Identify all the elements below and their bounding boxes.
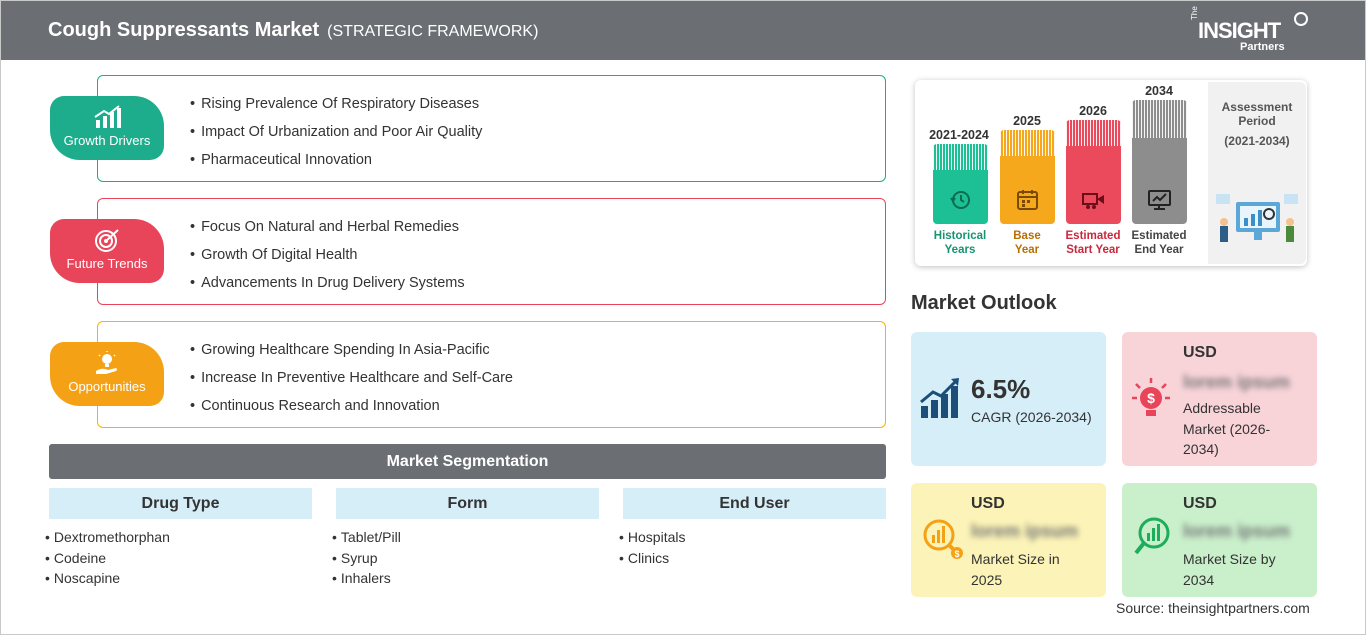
cagr-card [911, 332, 1106, 466]
lightbulb-hand-icon [96, 351, 117, 374]
future-trends-badge: Future Trends [50, 219, 164, 283]
list-item: Advancements In Drug Delivery Systems [190, 273, 465, 301]
segment-item: Dextromethorphan [45, 527, 312, 548]
list-item: Impact Of Urbanization and Poor Air Qual… [190, 122, 482, 150]
insight-partners-logo[interactable]: The INSIGHT Partners [1190, 6, 1310, 54]
calendar-icon [1017, 190, 1038, 210]
projector-icon [1082, 193, 1104, 209]
segment-item: Tablet/Pill [332, 527, 599, 548]
lightbulb-dollar-icon: $ [1132, 378, 1170, 416]
svg-text:$: $ [1147, 390, 1155, 406]
segmentation-header: Market Segmentation [49, 444, 886, 479]
list-item: Continuous Research and Innovation [190, 396, 513, 424]
magnifier-chart-icon [1134, 517, 1170, 555]
market-size-2034-label: Market Size by 2034 [1183, 551, 1276, 588]
analyst-illustration-icon [1216, 194, 1298, 242]
source-note: Source: theinsightpartners.com [1116, 600, 1310, 616]
page-subtitle: (STRATEGIC FRAMEWORK) [327, 23, 539, 40]
badge-label: Future Trends [66, 256, 148, 271]
monitor-chart-icon [1148, 190, 1171, 210]
segment-item: Noscapine [45, 568, 312, 589]
growth-chart-icon [920, 378, 959, 418]
market-size-2025-card: USD lorem ipsum Market Size in 2025 $ [911, 483, 1106, 597]
bar-year-historical: 2021-2024 [929, 128, 989, 142]
bar-year-start: 2026 [1079, 104, 1107, 118]
usd-label: USD [1183, 344, 1217, 361]
bar-start [1066, 120, 1121, 224]
header-bar: Cough Suppressants Market(STRATEGIC FRAM… [0, 0, 1366, 60]
list-item: Growth Of Digital Health [190, 245, 465, 273]
list-item: Rising Prevalence Of Respiratory Disease… [190, 94, 482, 122]
usd-label: USD [1183, 495, 1217, 512]
segment-drug-type: Drug Type Dextromethorphan Codeine Nosca… [49, 488, 312, 589]
segment-item: Inhalers [332, 568, 599, 589]
list-item: Growing Healthcare Spending In Asia-Paci… [190, 340, 513, 368]
segment-item: Codeine [45, 548, 312, 569]
addressable-label: Addressable Market (2026-2034) [1183, 400, 1271, 457]
opportunities-badge: Opportunities [50, 342, 164, 406]
growth-drivers-badge: Growth Drivers [50, 96, 164, 160]
page-title: Cough Suppressants Market(STRATEGIC FRAM… [48, 19, 539, 41]
future-trends-box: Focus On Natural and Herbal Remedies Gro… [97, 198, 886, 305]
cagr-label: CAGR (2026-2034) [971, 409, 1092, 425]
target-icon [95, 229, 119, 252]
blurred-value: lorem ipsum [1183, 521, 1291, 541]
segment-form: Form Tablet/Pill Syrup Inhalers [336, 488, 599, 589]
badge-label: Opportunities [68, 379, 146, 394]
chart-up-icon [94, 105, 121, 128]
growth-drivers-box: Rising Prevalence Of Respiratory Disease… [97, 75, 886, 182]
segment-item: Clinics [619, 548, 886, 569]
market-size-2034-card: USD lorem ipsum Market Size by 2034 [1122, 483, 1317, 597]
market-outlook-title: Market Outlook [911, 292, 1057, 314]
segment-title: Drug Type [49, 488, 312, 519]
blurred-value: lorem ipsum [971, 521, 1079, 541]
segment-title: Form [336, 488, 599, 519]
bar-historical [933, 144, 988, 224]
svg-text:$: $ [954, 549, 959, 559]
list-item: Increase In Preventive Healthcare and Se… [190, 368, 513, 396]
usd-label: USD [971, 495, 1005, 512]
bar-base [1000, 130, 1055, 224]
segment-title: End User [623, 488, 886, 519]
segment-end-user: End User Hospitals Clinics [623, 488, 886, 568]
bar-year-base: 2025 [1013, 114, 1041, 128]
blurred-value: lorem ipsum [1183, 372, 1291, 392]
segment-item: Hospitals [619, 527, 886, 548]
list-item: Focus On Natural and Herbal Remedies [190, 217, 465, 245]
badge-label: Growth Drivers [63, 133, 151, 148]
assessment-period: (2021-2034) [1224, 134, 1290, 148]
bar-end [1132, 100, 1187, 224]
market-size-2025-label: Market Size in 2025 [971, 551, 1060, 588]
bar-year-end: 2034 [1145, 84, 1173, 98]
cagr-value: 6.5% [971, 374, 1031, 404]
history-icon [950, 191, 970, 209]
addressable-market-card: USD lorem ipsum Addressable Market (2026… [1122, 332, 1317, 466]
opportunities-box: Growing Healthcare Spending In Asia-Paci… [97, 321, 886, 428]
segment-item: Syrup [332, 548, 599, 569]
list-item: Pharmaceutical Innovation [190, 150, 482, 178]
magnifier-chart-icon: $ [923, 519, 963, 559]
